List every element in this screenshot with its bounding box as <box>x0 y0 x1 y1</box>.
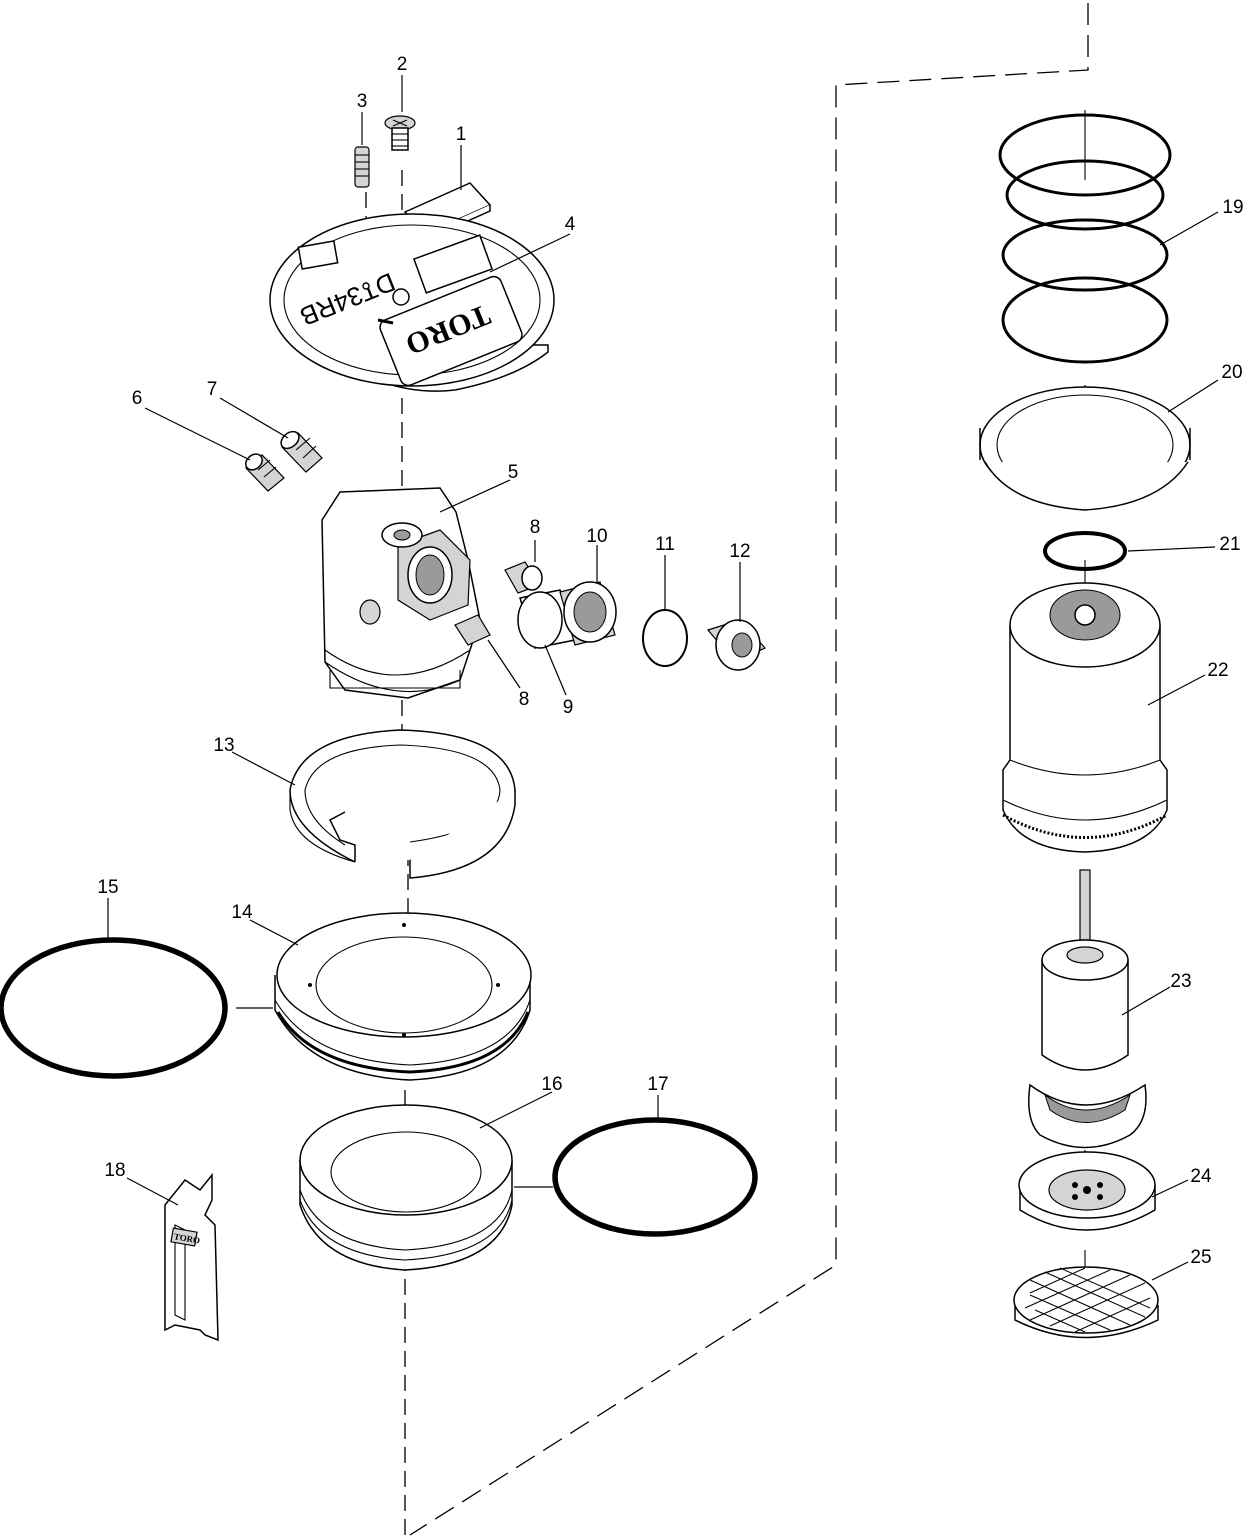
callout-15: 15 <box>97 877 118 898</box>
part-23-drive-assembly <box>1028 869 1147 1149</box>
callout-12: 12 <box>729 541 750 562</box>
part-11-oring <box>642 609 688 667</box>
callout-23: 23 <box>1170 971 1191 992</box>
callout-11: 11 <box>655 534 675 555</box>
callout-2: 2 <box>397 54 408 75</box>
callout-9: 9 <box>563 697 574 718</box>
part-17-oring <box>552 1117 758 1237</box>
callout-21: 21 <box>1219 534 1240 555</box>
part-5-valve-body <box>321 487 491 699</box>
tool-toro-logo: TORO <box>173 1231 201 1245</box>
part-16-retainer-ring <box>299 1104 513 1271</box>
part-10-union-nut <box>559 581 617 646</box>
callout-7: 7 <box>207 379 218 400</box>
part-18-tool: TORO <box>164 1172 219 1342</box>
part-20-retaining-ring <box>979 386 1191 511</box>
part-9-union-body <box>517 589 576 649</box>
part-24-nozzle-housing <box>1018 1151 1156 1231</box>
callout-4: 4 <box>565 214 576 235</box>
callout-10: 10 <box>586 526 607 547</box>
callout-17: 17 <box>647 1074 668 1095</box>
part-8-plug-upper <box>504 561 543 594</box>
callout-19: 19 <box>1222 197 1243 218</box>
leader-lines <box>107 75 1219 1281</box>
part-22-canister <box>1002 582 1168 853</box>
callout-24: 24 <box>1190 1166 1212 1187</box>
part-13-snap-ring <box>289 729 516 879</box>
part-4-cap: TORO DT34RB <box>269 213 555 392</box>
part-25-screen <box>1013 1266 1159 1339</box>
callout-labels: 1 2 3 4 5 6 7 8 8 9 10 11 12 13 14 15 16… <box>97 54 1243 1268</box>
callout-18: 18 <box>104 1160 125 1181</box>
part-2-screw <box>384 115 416 151</box>
callout-6: 6 <box>132 388 143 409</box>
callout-5: 5 <box>508 462 519 483</box>
section-boundary-line <box>409 3 1089 1536</box>
callout-25: 25 <box>1190 1247 1211 1268</box>
part-3-set-screw <box>354 146 370 188</box>
part-7-fitting <box>280 430 323 473</box>
callout-16: 16 <box>541 1074 562 1095</box>
callout-1: 1 <box>456 124 467 145</box>
part-15-large-oring <box>0 937 228 1079</box>
part-21-small-oring <box>1043 531 1127 571</box>
part-12-plug <box>706 619 766 671</box>
callout-13: 13 <box>213 735 234 756</box>
callout-3: 3 <box>357 91 368 112</box>
callout-8-upper: 8 <box>530 517 541 538</box>
callout-8-lower: 8 <box>519 689 530 710</box>
callout-22: 22 <box>1207 660 1228 681</box>
part-6-fitting <box>245 453 285 492</box>
part-19-spring <box>998 113 1172 364</box>
callout-14: 14 <box>231 902 253 923</box>
part-14-bearing-ring <box>274 912 532 1081</box>
callout-20: 20 <box>1221 362 1242 383</box>
